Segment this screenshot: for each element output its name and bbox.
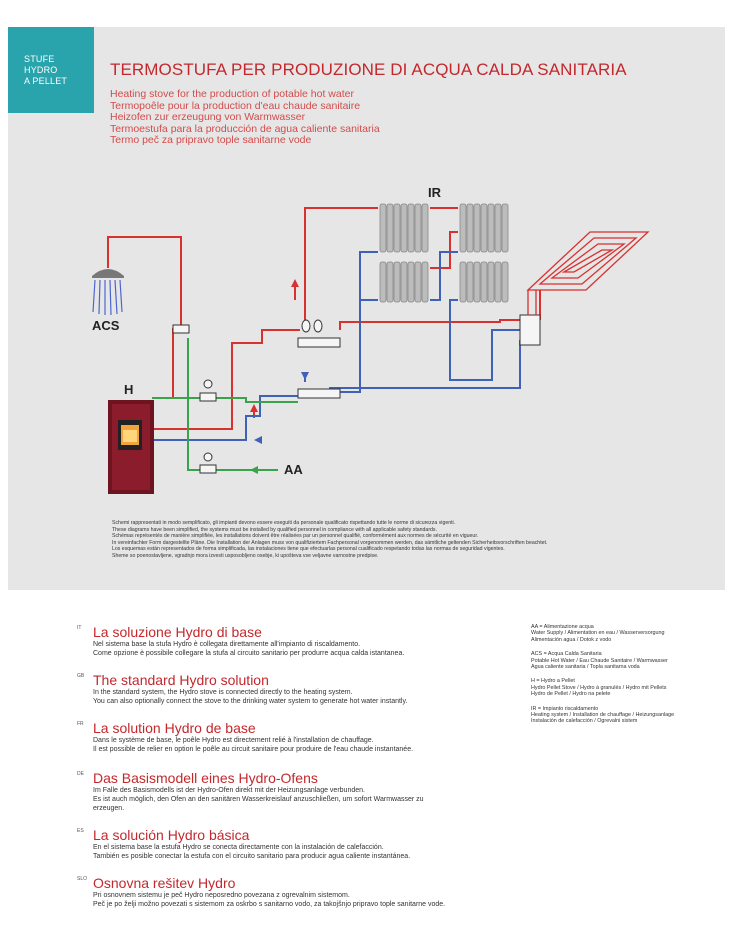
section-text: Nel sistema base la stufa Hydro è colleg… bbox=[93, 641, 361, 648]
label-h: H bbox=[124, 382, 134, 397]
section-title: The standard Hydro solution bbox=[93, 672, 269, 688]
section-de: DE Das Basismodell eines Hydro-Ofens Im … bbox=[77, 770, 517, 827]
category-tag: STUFE HYDRO A PELLET bbox=[8, 27, 94, 113]
valve-icon bbox=[172, 324, 217, 474]
subtitle-list: Heating stove for the production of pota… bbox=[110, 88, 380, 147]
legend-text: Alimentación agua / Dotok z vodo bbox=[531, 636, 612, 643]
subtitle: Termoestufa para la producción de agua c… bbox=[110, 122, 380, 135]
section-text: erzeugen. bbox=[93, 805, 125, 812]
plumbing-diagram bbox=[92, 203, 650, 494]
pellet-stove-icon bbox=[108, 400, 154, 494]
disclaimer-line: Sheme so poenostavljene, vgradnjo mora i… bbox=[112, 552, 379, 559]
radiator-icon bbox=[379, 203, 509, 303]
section-text: Peč je po želji možno povezati s sistemo… bbox=[93, 901, 446, 908]
label-ir: IR bbox=[428, 185, 441, 200]
language-code: FR bbox=[77, 721, 84, 727]
language-code: SLO bbox=[77, 876, 88, 882]
legend-item: IR = Impianto riscaldamento Heating syst… bbox=[531, 706, 711, 725]
legend-text: H = Hydro a Pellet bbox=[531, 678, 575, 685]
subtitle: Termo peč za pripravo tople sanitarne vo… bbox=[110, 134, 312, 146]
section-fr: FR La solution Hydro de base Dans le sys… bbox=[77, 720, 517, 770]
page-title: TERMOSTUFA PER PRODUZIONE DI ACQUA CALDA… bbox=[110, 60, 627, 79]
section-slo: SLO Osnovna rešitev Hydro Pri osnovnem s… bbox=[77, 875, 517, 915]
legend-text: Heating system / Installation de chauffa… bbox=[531, 712, 675, 719]
tag-line: STUFE bbox=[24, 53, 55, 64]
disclaimer-line: Schemi rappresentati in modo semplificat… bbox=[112, 520, 456, 526]
section-title: La solución Hydro básica bbox=[93, 827, 250, 843]
legend-text: Potable Hot Water / Eau Chaude Sanitaire… bbox=[531, 657, 668, 664]
section-es: ES La solución Hydro básica En el sistem… bbox=[77, 827, 517, 875]
legend-text: Hydro Pellet Stove / Hydro à granulés / … bbox=[531, 684, 667, 691]
language-code: DE bbox=[77, 771, 84, 777]
section-text: En el sistema base la estufa Hydro se co… bbox=[93, 844, 384, 851]
disclaimer-line: These diagrams have been simplified, the… bbox=[112, 526, 437, 533]
section-text: Pri osnovnem sistemu je peč Hydro neposr… bbox=[93, 892, 350, 899]
label-acs: ACS bbox=[92, 318, 120, 333]
subtitle: Heating stove for the production of pota… bbox=[110, 88, 354, 100]
section-title: La soluzione Hydro di base bbox=[93, 624, 262, 640]
legend-text: Hydro de Pellet / Hydro na pelete bbox=[531, 691, 611, 698]
disclaimer-line: Schémas représentés de manière simplifié… bbox=[112, 533, 479, 540]
legend-text: Agua caliente sanitaria / Topla sanitarn… bbox=[531, 664, 640, 671]
safety-disclaimer: Schemi rappresentati in modo semplificat… bbox=[112, 520, 632, 560]
section-text: Come opzione è possibile collegare la st… bbox=[93, 650, 405, 657]
disclaimer-line: Los esquemas están representados de form… bbox=[112, 546, 505, 553]
legend-item: ACS = Acqua Calda Sanitaria Potable Hot … bbox=[531, 651, 711, 670]
legend-item: H = Hydro a Pellet Hydro Pellet Stove / … bbox=[531, 678, 711, 697]
language-sections: IT La soluzione Hydro di base Nel sistem… bbox=[77, 624, 517, 915]
section-text: You can also optionally connect the stov… bbox=[93, 698, 408, 705]
disclaimer-line: In vereinfachter Form dargestellte Pläne… bbox=[112, 539, 548, 546]
section-text: También es posible conectar la estufa co… bbox=[93, 853, 411, 860]
legend-text: Water Supply / Alimentation en eau / Was… bbox=[531, 630, 665, 637]
subtitle: Termopoêle pour la production d'eau chau… bbox=[110, 99, 361, 112]
section-title: La solution Hydro de base bbox=[93, 720, 256, 736]
language-code: ES bbox=[77, 828, 84, 834]
floor-heating-icon bbox=[526, 231, 650, 315]
subtitle: Heizofen zur erzeugung von Warmwasser bbox=[110, 111, 306, 123]
section-text: Il est possible de relier en option le p… bbox=[93, 746, 414, 753]
section-text: In the standard system, the Hydro stove … bbox=[93, 689, 353, 696]
section-text: Im Falle des Basismodells ist der Hydro-… bbox=[93, 787, 365, 794]
flow-arrow-icon bbox=[250, 279, 309, 474]
tag-line: A PELLET bbox=[24, 75, 68, 86]
tag-line: HYDRO bbox=[24, 64, 58, 75]
section-gb: GB The standard Hydro solution In the st… bbox=[77, 672, 517, 720]
legend-text: IR = Impianto riscaldamento bbox=[531, 705, 599, 712]
diagram-legend: AA = Alimentazione acqua Water Supply / … bbox=[531, 624, 711, 733]
manifold-icon bbox=[297, 314, 541, 399]
supply-pipes bbox=[152, 338, 298, 471]
section-it: IT La soluzione Hydro di base Nel sistem… bbox=[77, 624, 517, 672]
legend-text: ACS = Acqua Calda Sanitaria bbox=[531, 651, 602, 658]
section-text: Dans le système de base, le poêle Hydro … bbox=[93, 737, 374, 744]
language-code: IT bbox=[77, 625, 82, 631]
shower-icon bbox=[92, 269, 124, 316]
language-code: GB bbox=[77, 673, 85, 679]
legend-item: AA = Alimentazione acqua Water Supply / … bbox=[531, 624, 711, 643]
label-aa: AA bbox=[284, 462, 303, 477]
section-title: Osnovna rešitev Hydro bbox=[93, 875, 236, 891]
legend-text: AA = Alimentazione acqua bbox=[531, 624, 594, 630]
section-text: Es ist auch möglich, den Ofen an den san… bbox=[93, 796, 424, 803]
section-title: Das Basismodell eines Hydro-Ofens bbox=[93, 770, 318, 786]
legend-text: Instalación de calefacción / Ogrevalni s… bbox=[531, 718, 638, 725]
diagram-panel bbox=[8, 27, 725, 590]
